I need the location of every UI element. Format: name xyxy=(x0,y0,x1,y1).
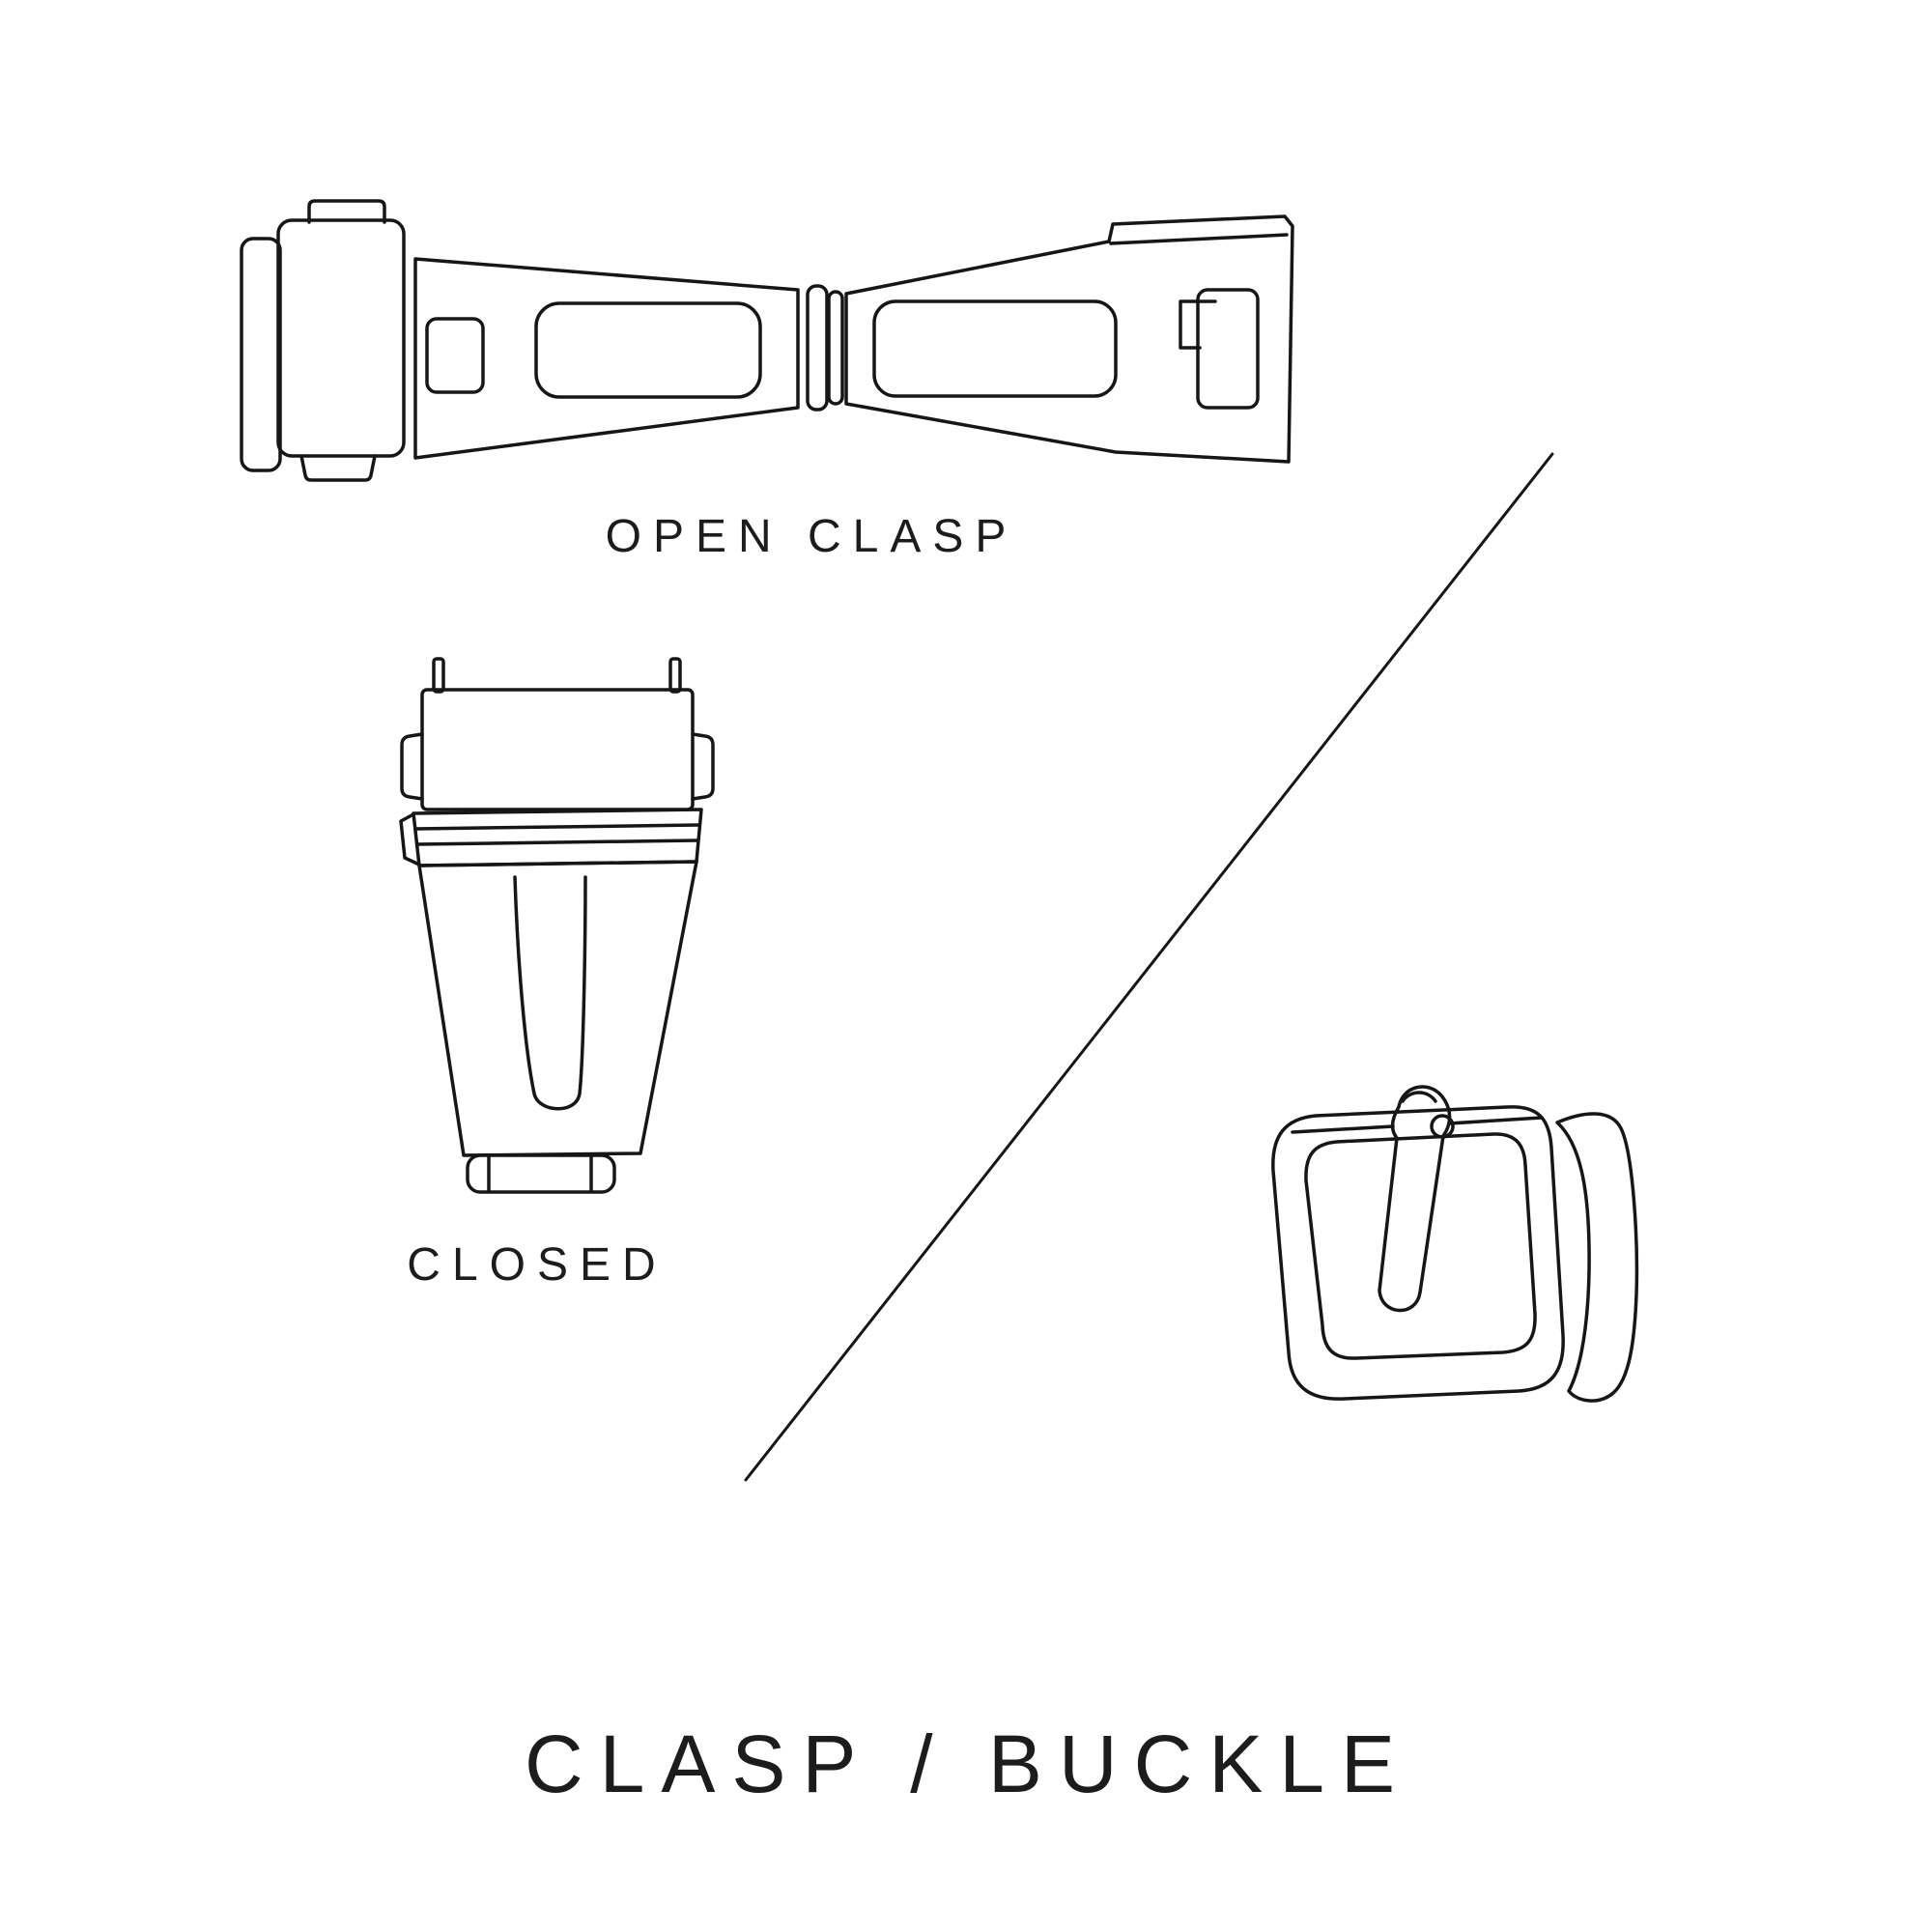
closed-clasp-side-bump-right xyxy=(691,732,715,801)
closed-clasp-bottom-bar xyxy=(466,1153,616,1194)
diagonal-divider-line xyxy=(744,452,1554,1482)
closed-clasp-inner-slot xyxy=(513,875,587,1111)
closed-clasp-label: CLOSED xyxy=(407,1239,668,1291)
closed-clasp-prong-right xyxy=(668,657,682,694)
closed-clasp-upper-block xyxy=(420,688,695,811)
open-clasp-left-strip xyxy=(240,237,282,472)
open-clasp-hinge-bar-1 xyxy=(806,284,829,412)
buckle-illustration xyxy=(1271,1085,1639,1403)
open-clasp-catch xyxy=(1196,288,1260,410)
buckle-pin-left xyxy=(1291,1124,1395,1134)
open-clasp-right-window xyxy=(872,299,1118,398)
buckle-tang-wrap-line xyxy=(1401,1091,1437,1103)
buckle-frame xyxy=(1271,1105,1565,1401)
closed-clasp-side-bump-left xyxy=(400,732,424,801)
open-clasp-hinge-bar-2 xyxy=(827,290,844,406)
buckle-side-band xyxy=(1555,1112,1639,1403)
open-clasp-fold-line xyxy=(1109,233,1289,245)
open-clasp-notch xyxy=(425,317,485,394)
page-title: CLASP / BUCKLE xyxy=(524,1719,1412,1809)
closed-clasp-band xyxy=(412,808,703,867)
open-clasp-left-arm xyxy=(413,257,800,460)
open-clasp-illustration xyxy=(240,199,1294,482)
open-clasp-top-tab xyxy=(307,199,386,224)
closed-clasp-body xyxy=(417,860,698,1157)
buckle-pin-right xyxy=(1447,1116,1544,1125)
closed-clasp-band-tab xyxy=(399,812,421,867)
closed-clasp-prong-left xyxy=(432,657,445,694)
closed-clasp-illustration xyxy=(399,657,715,1194)
open-clasp-hook xyxy=(1179,299,1217,350)
closed-clasp-band-line-2 xyxy=(415,838,699,846)
open-clasp-bottom-tab xyxy=(299,454,377,482)
open-clasp-right-arm xyxy=(844,214,1294,464)
buckle-inner-opening xyxy=(1304,1132,1537,1360)
buckle-tang xyxy=(1378,1085,1452,1313)
open-clasp-left-block xyxy=(276,218,406,458)
closed-clasp-band-line-1 xyxy=(413,823,700,831)
open-clasp-label: OPEN CLASP xyxy=(605,511,1018,562)
open-clasp-left-window xyxy=(534,301,762,399)
